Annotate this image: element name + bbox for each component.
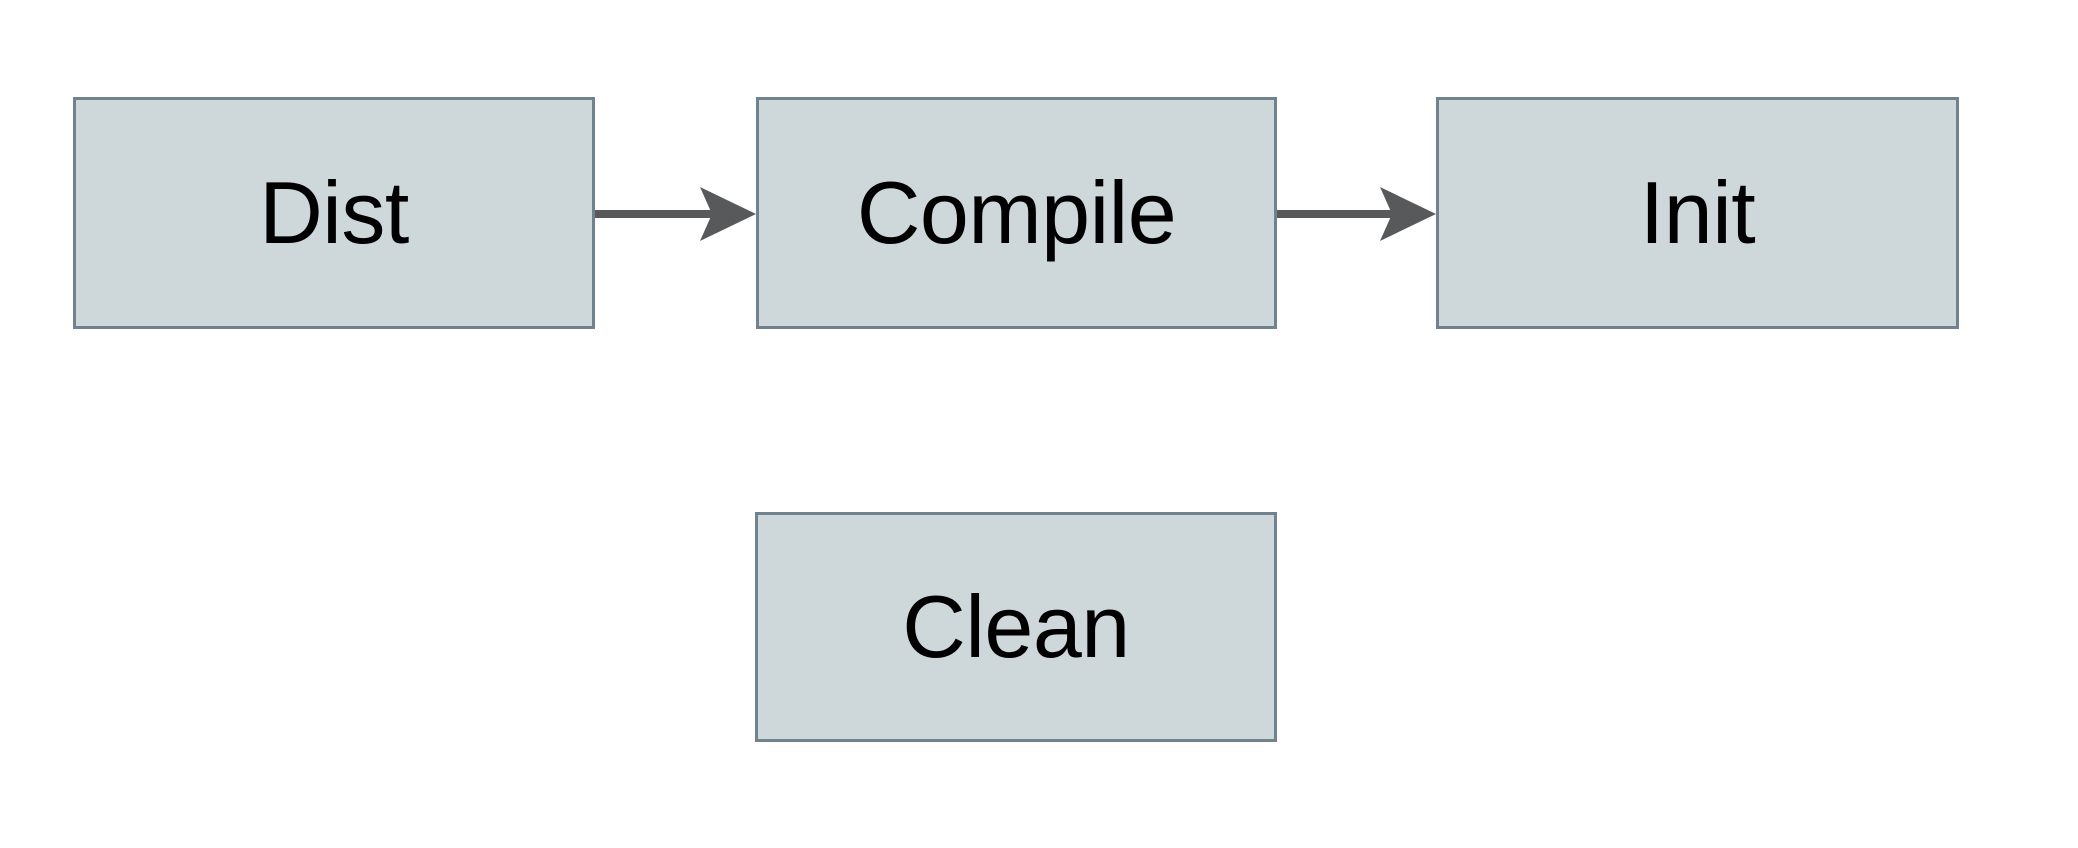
node-init-label: Init — [1639, 163, 1756, 262]
edge-dist-to-compile — [595, 187, 756, 241]
edge-compile-to-init — [1277, 187, 1436, 241]
node-compile-label: Compile — [856, 163, 1177, 262]
node-clean[interactable]: Clean — [755, 512, 1277, 742]
node-dist-label: Dist — [259, 163, 409, 262]
node-dist[interactable]: Dist — [73, 97, 595, 329]
edge-compile-to-init-arrowhead — [1380, 187, 1436, 241]
node-clean-label: Clean — [902, 577, 1130, 676]
node-compile[interactable]: Compile — [756, 97, 1277, 329]
edge-dist-to-compile-arrowhead — [700, 187, 756, 241]
node-init[interactable]: Init — [1436, 97, 1959, 329]
